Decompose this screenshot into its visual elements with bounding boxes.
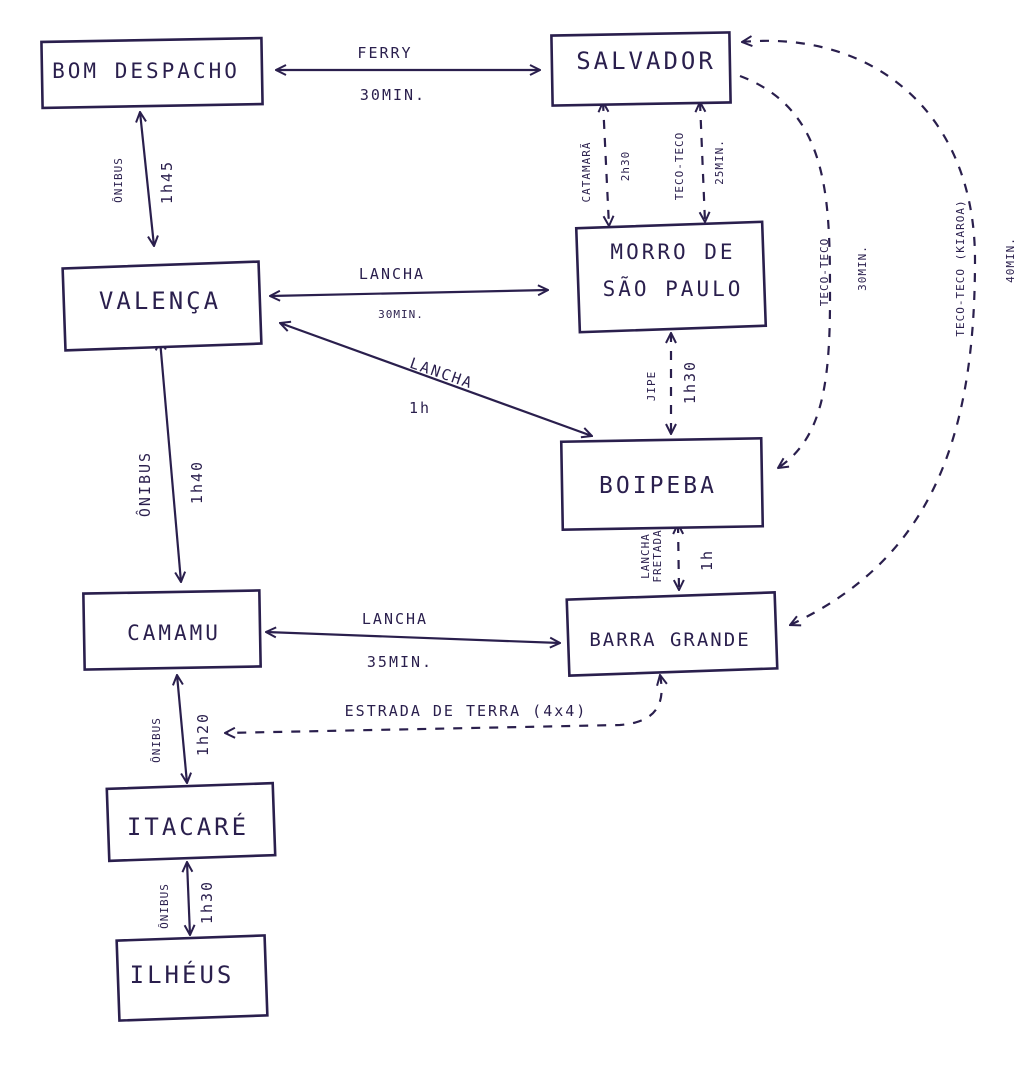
label-morro-boipeba-mode: JIPE: [645, 371, 658, 402]
edge-camamu-itacare: [177, 675, 187, 783]
edge-bom-despacho-valenca: [140, 112, 154, 246]
label-salvador-morro-catamara-mode: CATAMARÃ: [580, 142, 593, 203]
edge-itacare-ilheus: [187, 862, 190, 935]
label-boipeba-barra-time: 1h: [698, 549, 716, 571]
node-bom-despacho-label: BOM DESPACHO: [52, 59, 240, 83]
label-camamu-itacare-mode: ÔNIBUS: [150, 717, 163, 763]
node-barra-grande: BARRA GRANDE: [565, 591, 779, 677]
node-bom-despacho: BOM DESPACHO: [40, 36, 264, 110]
node-camamu: CAMAMU: [82, 589, 262, 671]
label-salvador-morro-tecoteco-mode: TECO-TECO: [673, 132, 686, 201]
label-boipeba-barra-mode-1: LANCHA: [639, 533, 652, 579]
edge-valenca-morro: [270, 290, 548, 296]
label-valenca-camamu-time: 1h40: [188, 460, 206, 504]
edge-valenca-camamu: [160, 340, 181, 582]
label-bd-valenca-time: 1h45: [158, 160, 176, 204]
label-valenca-morro-mode: LANCHA: [359, 265, 425, 283]
edge-boipeba-barra-grande: [678, 524, 679, 590]
node-salvador-label: SALVADOR: [576, 47, 716, 75]
edge-salvador-morro-catamara: [603, 102, 609, 226]
label-valenca-boipeba-mode: LANCHA: [407, 354, 475, 393]
node-ilheus-label: ILHÉUS: [130, 960, 235, 989]
label-salvador-barra-time: 40MIN.: [1004, 237, 1017, 283]
edge-valenca-boipeba: [280, 323, 592, 436]
node-boipeba: BOIPEBA: [559, 436, 765, 532]
label-morro-boipeba-time: 1h30: [681, 360, 699, 404]
label-itacare-ilheus-mode: ÔNIBUS: [158, 883, 171, 929]
node-itacare: ITACARÉ: [105, 781, 277, 863]
label-camamu-barra-mode: LANCHA: [362, 610, 428, 628]
node-valenca: VALENÇA: [61, 260, 263, 352]
label-salvador-boipeba-mode: TECO-TECO: [818, 238, 831, 307]
node-boipeba-label: BOIPEBA: [599, 473, 717, 499]
label-bd-valenca-mode: ÔNIBUS: [112, 157, 125, 203]
node-ilheus: ILHÉUS: [115, 934, 269, 1022]
label-boipeba-barra-mode-2: FRETADA: [651, 529, 664, 582]
label-valenca-boipeba-time: 1h: [409, 399, 431, 417]
label-bd-salvador-mode: FERRY: [357, 44, 412, 62]
node-valenca-label: VALENÇA: [99, 287, 221, 315]
node-morro-de-sao-paulo: MORRO DE SÃO PAULO: [574, 220, 768, 334]
edge-salvador-morro-tecoteco: [700, 102, 705, 222]
label-valenca-morro-time: 30MIN.: [378, 308, 424, 321]
label-salvador-barra-mode: TECO-TECO (KIAROA): [954, 199, 967, 336]
node-itacare-label: ITACARÉ: [127, 812, 249, 841]
node-barra-grande-label: BARRA GRANDE: [589, 629, 750, 651]
label-valenca-camamu-mode: ÔNIBUS: [135, 451, 154, 517]
node-salvador: SALVADOR: [550, 31, 732, 107]
label-bd-salvador-time: 30MIN.: [360, 86, 426, 104]
edge-barra-camamu-road: [225, 675, 662, 733]
node-morro-label-line2: SÃO PAULO: [603, 275, 744, 301]
label-salvador-morro-tecoteco-time: 25MIN.: [713, 139, 726, 185]
label-barra-camamu-road: ESTRADA DE TERRA (4x4): [345, 702, 588, 720]
edge-salvador-barra-grande: [742, 41, 977, 625]
label-camamu-itacare-time: 1h20: [194, 712, 212, 756]
label-camamu-barra-time: 35MIN.: [367, 653, 433, 671]
label-salvador-morro-catamara-time: 2h30: [619, 151, 632, 182]
node-camamu-label: CAMAMU: [127, 621, 221, 645]
label-itacare-ilheus-time: 1h30: [198, 880, 216, 924]
node-morro-label-line1: MORRO DE: [610, 240, 735, 264]
label-salvador-boipeba-time: 30MIN.: [856, 245, 869, 291]
edge-camamu-barra-grande: [266, 632, 560, 643]
